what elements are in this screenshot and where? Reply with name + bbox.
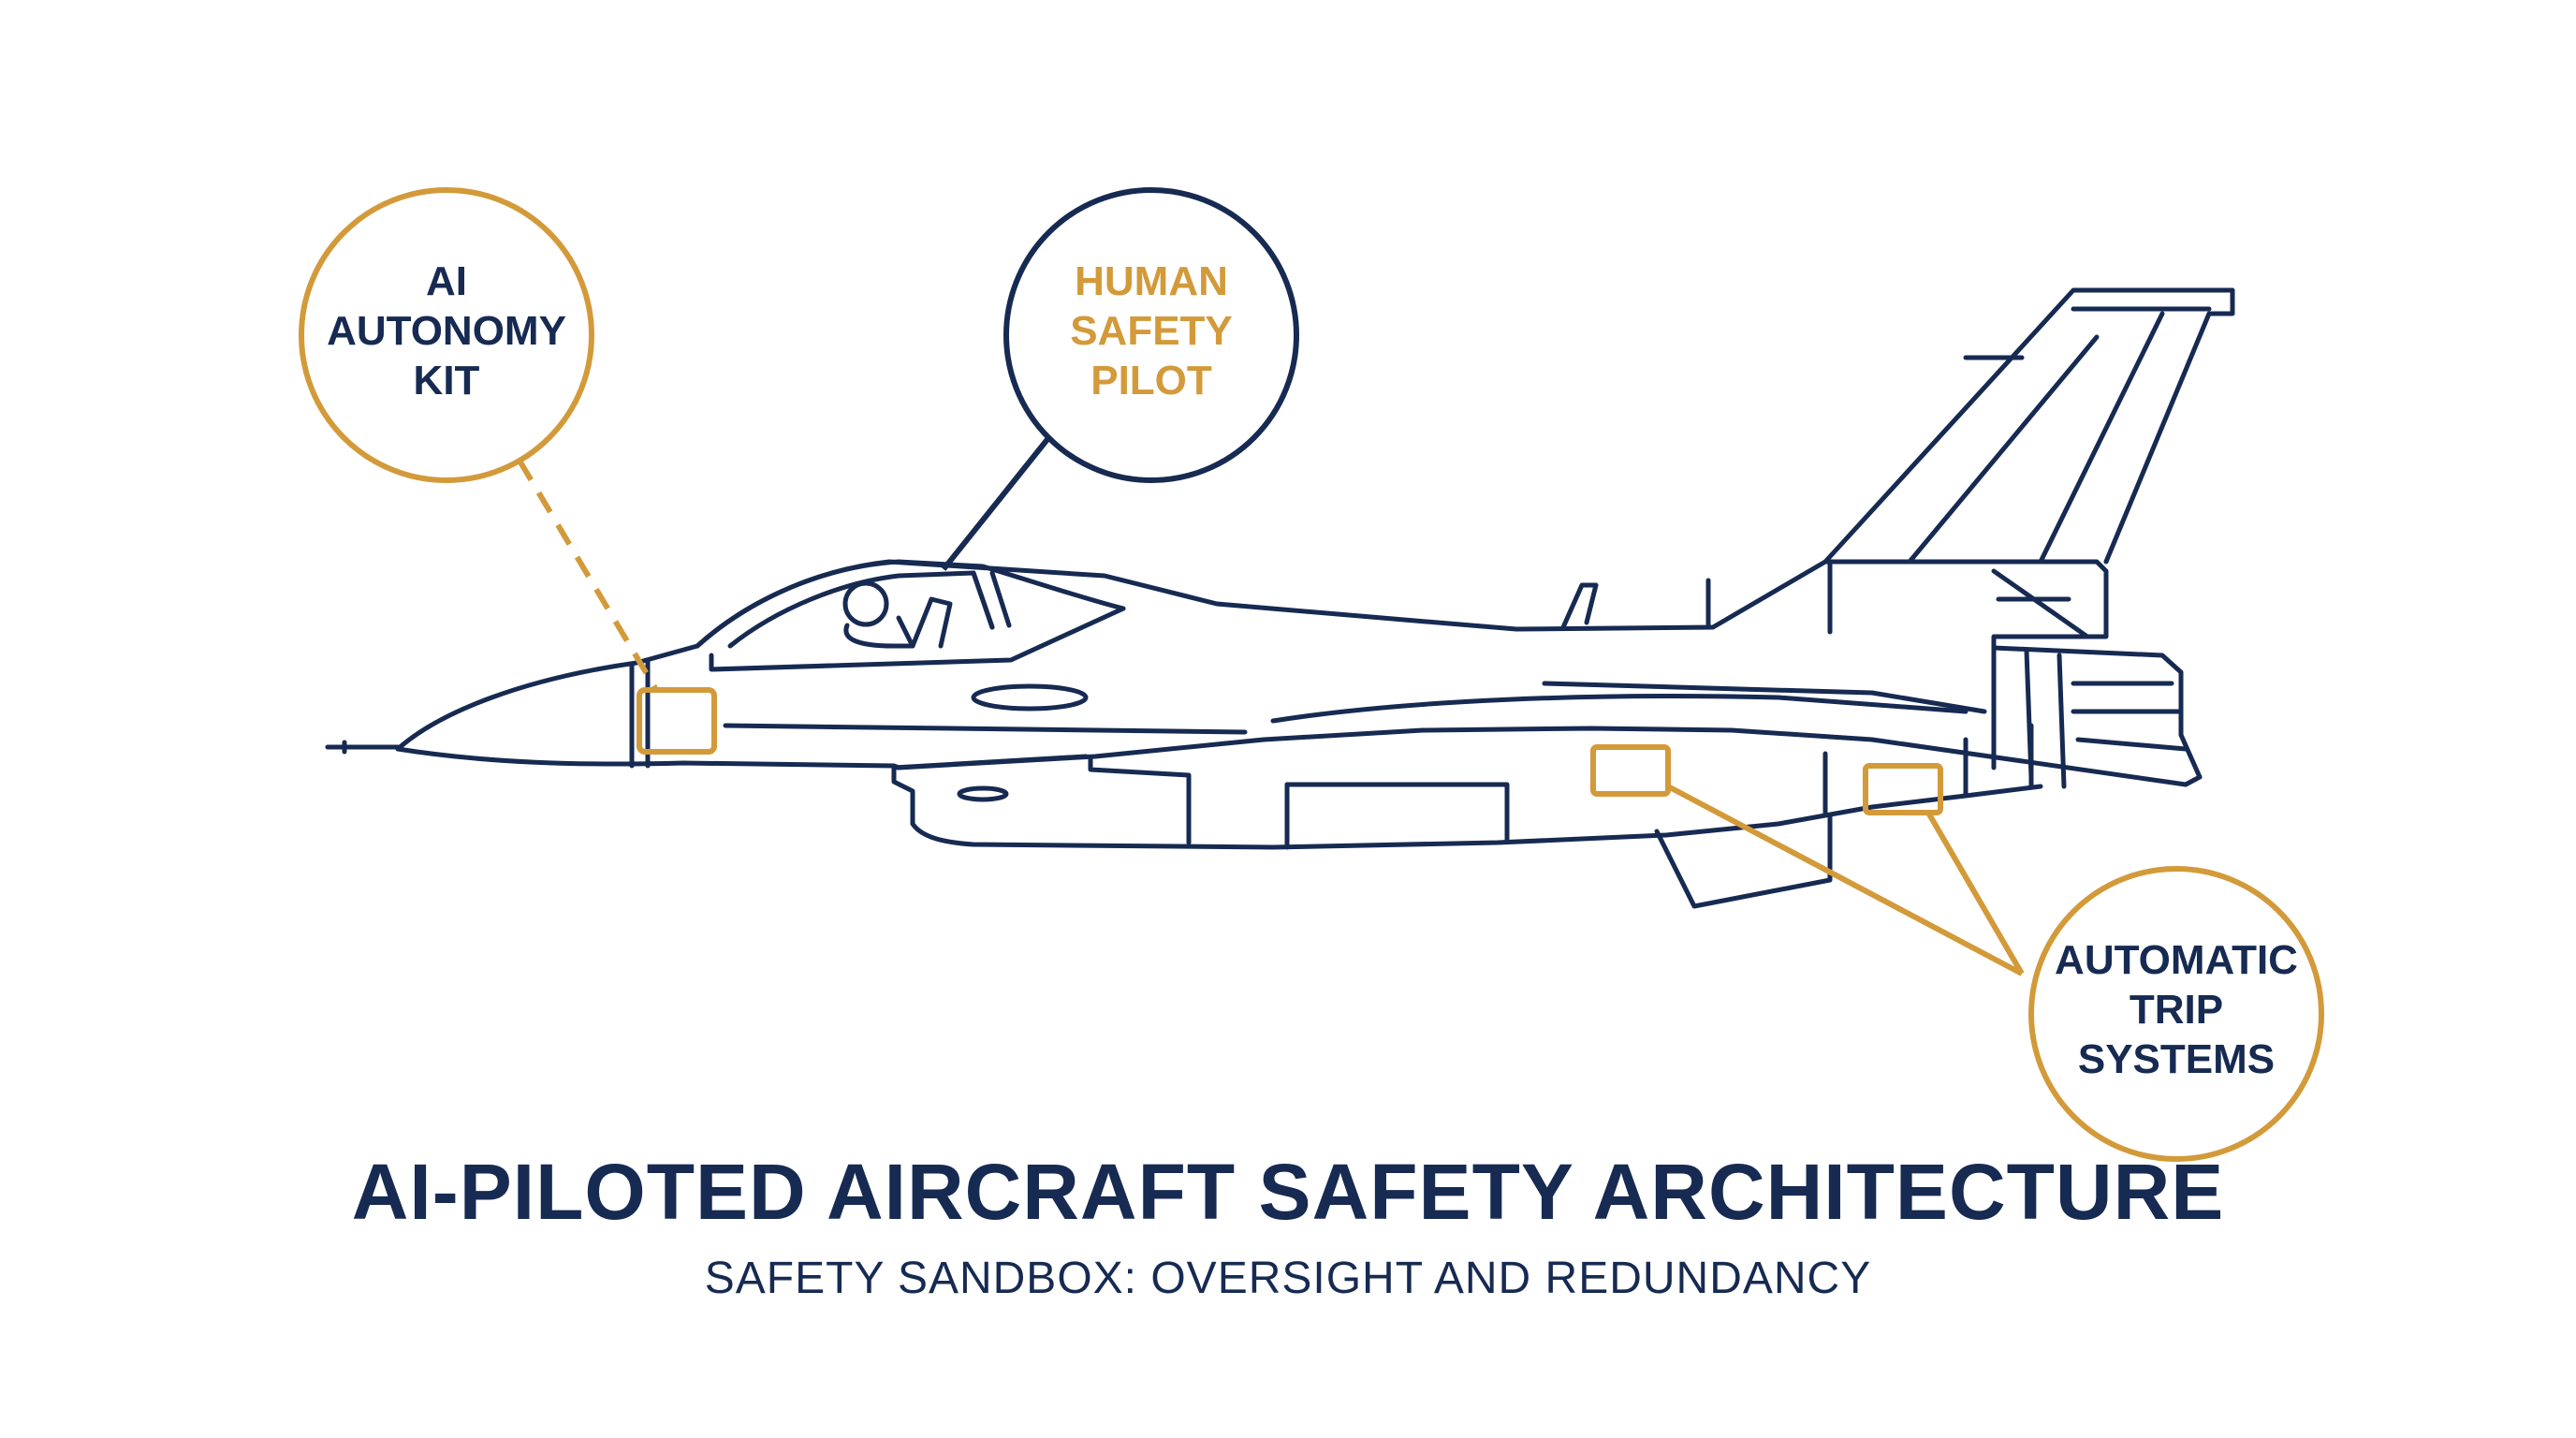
bay-line-2 bbox=[1284, 782, 1510, 844]
intake-oval bbox=[957, 785, 1009, 802]
ai-autonomy-kit-line-3: KIT bbox=[414, 358, 480, 404]
fuselage-lower bbox=[395, 726, 2188, 787]
human-safety-pilot-line-3: PILOT bbox=[1090, 358, 1212, 404]
radome-panel bbox=[629, 657, 651, 769]
automatic-trip-systems-line-3: SYSTEMS bbox=[2078, 1036, 2275, 1082]
intake-lip bbox=[891, 754, 1089, 770]
trip-system-marker-2 bbox=[1863, 763, 1943, 815]
fuselage-stripe-2 bbox=[1270, 694, 1969, 724]
canopy-base bbox=[709, 606, 1126, 672]
human-safety-pilot-ring bbox=[1003, 187, 1299, 483]
engine-nozzle bbox=[1991, 645, 2188, 789]
human-safety-pilot-line-1: HUMAN bbox=[1075, 258, 1228, 304]
diagram-title: AI-PILOTED AIRCRAFT SAFETY ARCHITECTURE bbox=[351, 1148, 2225, 1236]
aircraft-illustration bbox=[325, 287, 2235, 909]
tail-inner-2 bbox=[2038, 311, 2165, 565]
fuselage-stripe bbox=[723, 723, 1248, 735]
callout-automatic-trip-systems: AUTOMATIC TRIP SYSTEMS bbox=[1590, 744, 2324, 1162]
vertical-tail bbox=[1822, 287, 2235, 565]
trip-system-connector-2 bbox=[1925, 811, 2025, 976]
ejection-seat bbox=[910, 596, 953, 649]
canopy-inner bbox=[727, 570, 995, 649]
dorsal-oval bbox=[971, 683, 1089, 712]
ai-autonomy-kit-line-1: AI bbox=[426, 258, 467, 304]
trip-system-connector-1 bbox=[1666, 784, 2024, 976]
canopy bbox=[695, 559, 1126, 649]
canopy-frame bbox=[971, 570, 1012, 630]
tail-inner-3 bbox=[1907, 334, 2100, 565]
ai-autonomy-kit-line-2: AUTONOMY bbox=[327, 308, 566, 354]
fuselage-stripe-3 bbox=[1542, 681, 1987, 714]
ventral-fin bbox=[1654, 814, 1833, 909]
pitot-probe bbox=[325, 740, 401, 755]
human-safety-pilot-line-2: SAFETY bbox=[1070, 308, 1233, 354]
ai-autonomy-kit-marker bbox=[637, 687, 717, 755]
trip-system-marker-1 bbox=[1590, 744, 1671, 797]
intake-lower bbox=[891, 765, 2043, 850]
automatic-trip-systems-ring bbox=[2028, 866, 2324, 1162]
diagram-subtitle: SAFETY SANDBOX: OVERSIGHT AND REDUNDANCY bbox=[704, 1254, 1872, 1303]
pilot-body bbox=[843, 615, 915, 649]
pilot-helmet bbox=[842, 580, 889, 627]
callout-human-safety-pilot: HUMAN SAFETY PILOT bbox=[941, 187, 1299, 571]
dorsal-antenna bbox=[1560, 582, 1599, 630]
callout-ai-autonomy-kit: AI AUTONOMY KIT bbox=[299, 187, 717, 755]
human-safety-pilot-connector bbox=[941, 436, 1051, 571]
tail-panel bbox=[1705, 559, 2090, 639]
bay-line-1 bbox=[1088, 756, 1192, 845]
automatic-trip-systems-line-2: TRIP bbox=[2130, 987, 2223, 1033]
ai-autonomy-kit-connector bbox=[517, 459, 658, 690]
automatic-trip-systems-line-1: AUTOMATIC bbox=[2055, 937, 2298, 983]
ai-autonomy-kit-ring bbox=[299, 187, 594, 483]
